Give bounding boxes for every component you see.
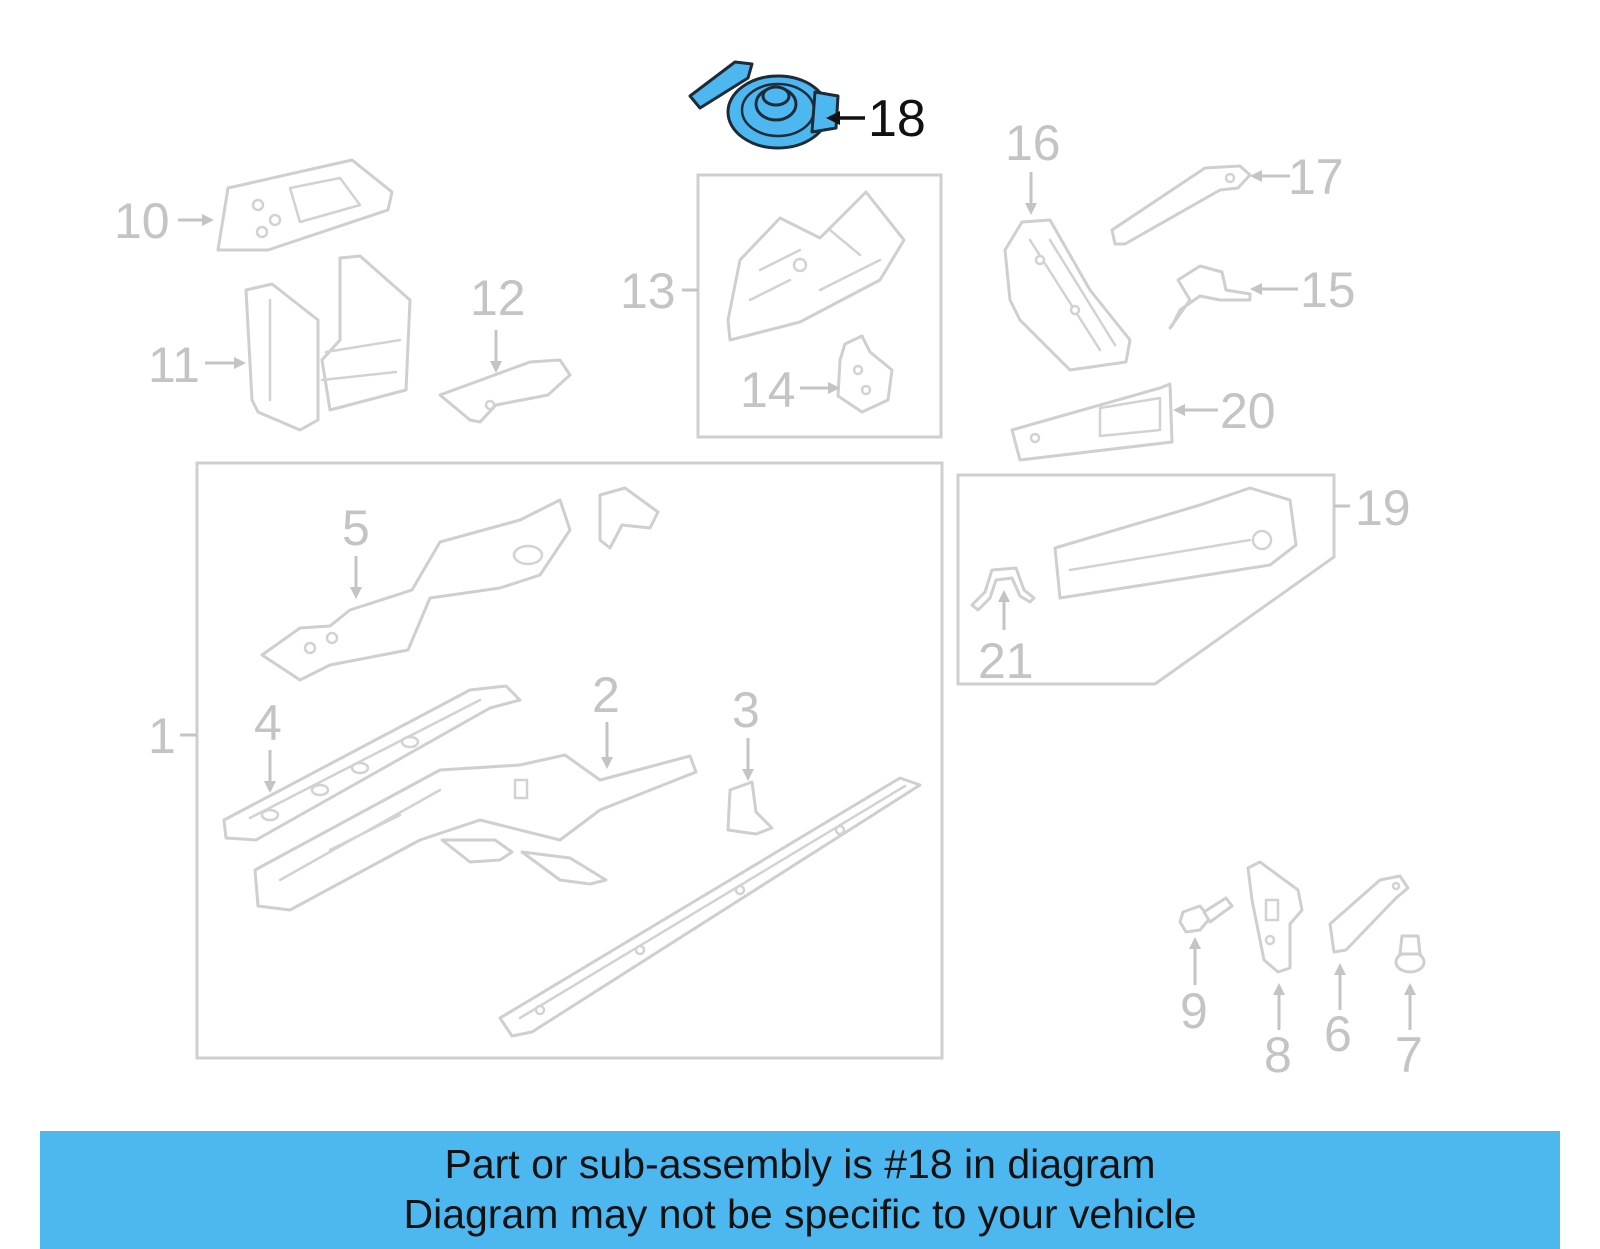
callout-5[interactable]: 5: [342, 500, 370, 556]
callout-12[interactable]: 12: [470, 270, 526, 326]
part-6[interactable]: [1328, 874, 1410, 954]
part-2[interactable]: [253, 753, 698, 912]
part-11[interactable]: [244, 254, 412, 432]
callout-19[interactable]: 19: [1355, 480, 1411, 536]
callout-13[interactable]: 13: [620, 263, 676, 319]
group-box-1: [195, 461, 944, 1060]
part-20[interactable]: [1010, 382, 1174, 462]
part-15[interactable]: [1168, 264, 1252, 330]
banner-line-2: Diagram may not be specific to your vehi…: [403, 1191, 1197, 1237]
part-5[interactable]: [260, 486, 660, 682]
part-13[interactable]: [726, 190, 906, 342]
part-21[interactable]: [970, 566, 1036, 612]
callout-14[interactable]: 14: [740, 362, 796, 418]
part-9-bolt[interactable]: [1178, 896, 1234, 934]
callout-8[interactable]: 8: [1264, 1027, 1292, 1083]
part-16[interactable]: [1003, 218, 1132, 372]
part-19[interactable]: [1053, 486, 1298, 600]
callout-18-arrowhead: [826, 111, 840, 125]
parts-diagram: 18 10 11 12 13 14: [114, 60, 1426, 1083]
callout-17[interactable]: 17: [1288, 149, 1344, 205]
callout-15[interactable]: 15: [1300, 262, 1356, 318]
callout-21[interactable]: 21: [978, 633, 1034, 689]
callout-20[interactable]: 20: [1220, 383, 1276, 439]
callout-18[interactable]: 18: [868, 90, 926, 148]
callout-9[interactable]: 9: [1180, 983, 1208, 1039]
banner-line-1: Part or sub-assembly is #18 in diagram: [444, 1141, 1156, 1187]
callout-7[interactable]: 7: [1395, 1027, 1423, 1083]
callout-6[interactable]: 6: [1324, 1006, 1352, 1062]
group-box-13: [696, 173, 943, 439]
part-12[interactable]: [438, 358, 572, 424]
callout-3[interactable]: 3: [732, 682, 760, 738]
group-box-19: [956, 473, 1336, 686]
callout-2[interactable]: 2: [592, 667, 620, 723]
part-8[interactable]: [1246, 860, 1304, 974]
callout-10[interactable]: 10: [114, 193, 170, 249]
part-18-spring-seat[interactable]: [688, 60, 840, 150]
part-17[interactable]: [1110, 164, 1252, 246]
callout-11[interactable]: 11: [148, 337, 200, 393]
part-10[interactable]: [216, 158, 394, 252]
info-banner: Part or sub-assembly is #18 in diagram D…: [40, 1131, 1560, 1249]
part-14[interactable]: [836, 334, 894, 414]
part-1-rocker[interactable]: [498, 776, 922, 1038]
callout-4[interactable]: 4: [254, 695, 282, 751]
part-3[interactable]: [726, 780, 774, 836]
callout-1[interactable]: 1: [148, 708, 176, 764]
callout-16[interactable]: 16: [1005, 115, 1061, 171]
part-4[interactable]: [222, 684, 522, 842]
part-7-clip[interactable]: [1394, 934, 1426, 974]
